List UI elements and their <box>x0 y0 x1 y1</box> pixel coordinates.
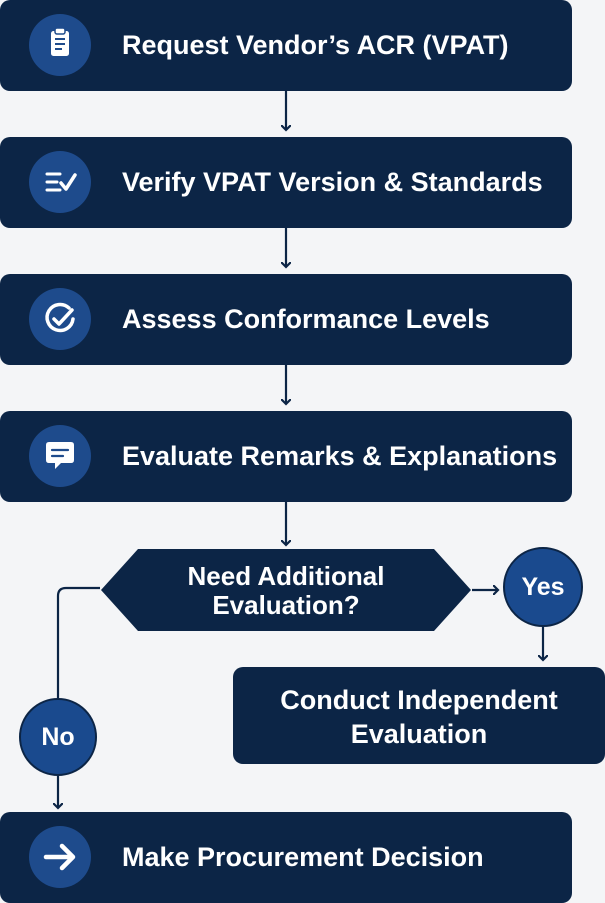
arrow-right-icon <box>29 826 91 888</box>
step-label: Assess Conformance Levels <box>122 304 490 334</box>
checklist-icon <box>29 151 91 213</box>
decision-node: Need Additional Evaluation? <box>100 548 472 632</box>
decision-shape <box>101 549 471 631</box>
conduct-line-1: Conduct Independent <box>280 685 558 715</box>
step-conduct-evaluation: Conduct Independent Evaluation <box>233 667 605 764</box>
step-request-acr: Request Vendor’s ACR (VPAT) <box>0 0 572 91</box>
speech-bubble-icon <box>29 425 91 487</box>
clipboard-icon <box>29 14 91 76</box>
decision-line-1: Need Additional <box>187 561 385 591</box>
step-label: Verify VPAT Version & Standards <box>122 167 543 197</box>
step-assess-conformance: Assess Conformance Levels <box>0 274 572 365</box>
decision-label: Need Additional Evaluation? <box>100 562 472 620</box>
yes-badge: Yes <box>503 547 583 627</box>
step-procurement-decision: Make Procurement Decision <box>0 812 572 903</box>
decision-line-2: Evaluation? <box>212 590 360 620</box>
step-label: Make Procurement Decision <box>122 842 484 872</box>
step-label: Request Vendor’s ACR (VPAT) <box>122 30 509 60</box>
step-evaluate-remarks: Evaluate Remarks & Explanations <box>0 411 572 502</box>
step-verify-vpat: Verify VPAT Version & Standards <box>0 137 572 228</box>
step-label: Evaluate Remarks & Explanations <box>122 441 558 471</box>
connector-no-path <box>56 586 100 698</box>
no-badge: No <box>19 698 97 776</box>
conduct-line-2: Evaluation <box>350 719 488 749</box>
check-circle-icon <box>29 288 91 350</box>
